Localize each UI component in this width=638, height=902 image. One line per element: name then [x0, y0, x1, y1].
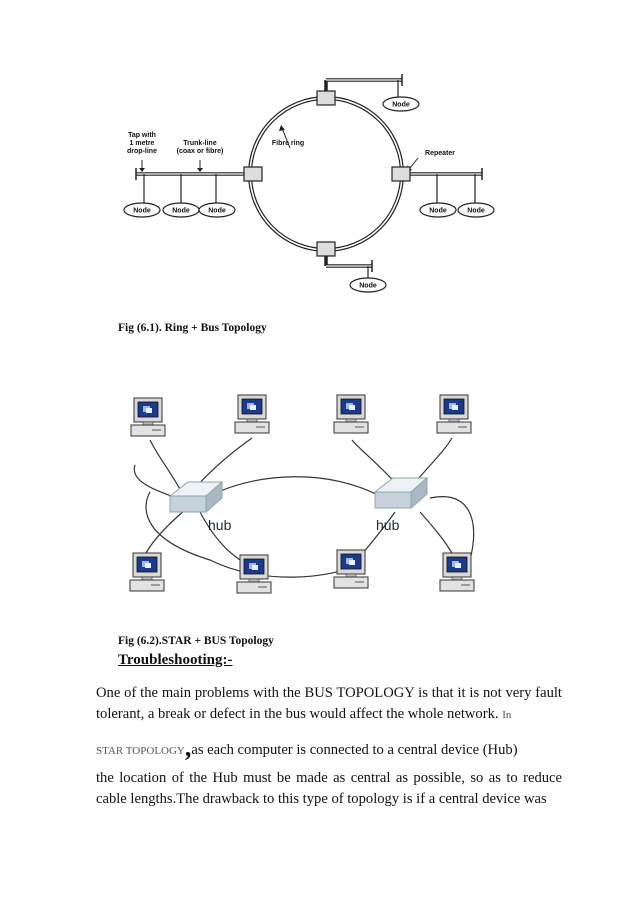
svg-text:Node: Node	[208, 208, 226, 215]
hub-right-label: hub	[376, 517, 400, 533]
svg-text:Node: Node	[392, 102, 410, 109]
node-left-2: Node	[162, 202, 200, 218]
computer-bottom-1	[129, 552, 165, 592]
section-heading: Troubleshooting:-	[118, 652, 233, 668]
big-comma: ,	[184, 733, 192, 762]
node-right-2: Node	[457, 202, 495, 218]
computer-bottom-4	[439, 552, 475, 592]
hub-left	[169, 481, 223, 513]
paragraph-1-text: One of the main problems with the BUS TO…	[96, 685, 562, 722]
computer-top-1	[130, 397, 166, 437]
fibre-ring-label: Fibre ring	[272, 140, 304, 147]
tap-label-3: drop-line	[127, 148, 157, 155]
trunk-label-1: Trunk-line	[183, 140, 217, 147]
computer-bottom-3	[333, 549, 369, 589]
paragraph-2-text: as each computer is connected to a centr…	[191, 742, 518, 758]
tap-label-1: Tap with	[128, 132, 156, 139]
node-right-1: Node	[419, 202, 457, 218]
hub-right	[374, 477, 428, 509]
node-left-3: Node	[198, 202, 236, 218]
paragraph-1: One of the main problems with the BUS TO…	[96, 683, 562, 726]
star-bus-diagram: hub hub	[129, 394, 475, 594]
node-top: Node	[382, 96, 420, 112]
ring-bus-diagram: Node Node Node Node Node Node Node Tap w…	[123, 74, 495, 293]
computer-top-3	[333, 394, 369, 434]
svg-text:Node: Node	[467, 208, 485, 215]
figure-2-caption: Fig (6.2).STAR + BUS Topology	[118, 635, 274, 647]
star-topology-term: STAR TOPOLOGY	[96, 745, 185, 757]
paragraph-3: the location of the Hub must be made as …	[96, 770, 562, 807]
paragraph-1-in: In	[502, 709, 512, 721]
svg-text:Node: Node	[133, 208, 151, 215]
tap-label-2: 1 metre	[130, 140, 155, 147]
svg-text:Node: Node	[359, 283, 377, 290]
node-left-1: Node	[123, 202, 161, 218]
paragraph-2: STAR TOPOLOGY,as each computer is connec…	[96, 735, 562, 762]
trunk-label-2: (coax or fibre)	[177, 148, 224, 155]
repeater-bottom	[316, 241, 336, 257]
repeater-label: Repeater	[425, 150, 455, 157]
hub-left-label: hub	[208, 517, 232, 533]
repeater-top	[316, 90, 336, 106]
repeater-left	[243, 166, 263, 182]
svg-text:Node: Node	[172, 208, 190, 215]
figure-1-caption: Fig (6.1). Ring + Bus Topology	[118, 322, 267, 334]
computer-bottom-2	[236, 554, 272, 594]
node-bottom: Node	[349, 277, 387, 293]
computer-top-2	[234, 394, 270, 434]
svg-text:Node: Node	[429, 208, 447, 215]
repeater-right	[391, 166, 411, 182]
computer-top-4	[436, 394, 472, 434]
